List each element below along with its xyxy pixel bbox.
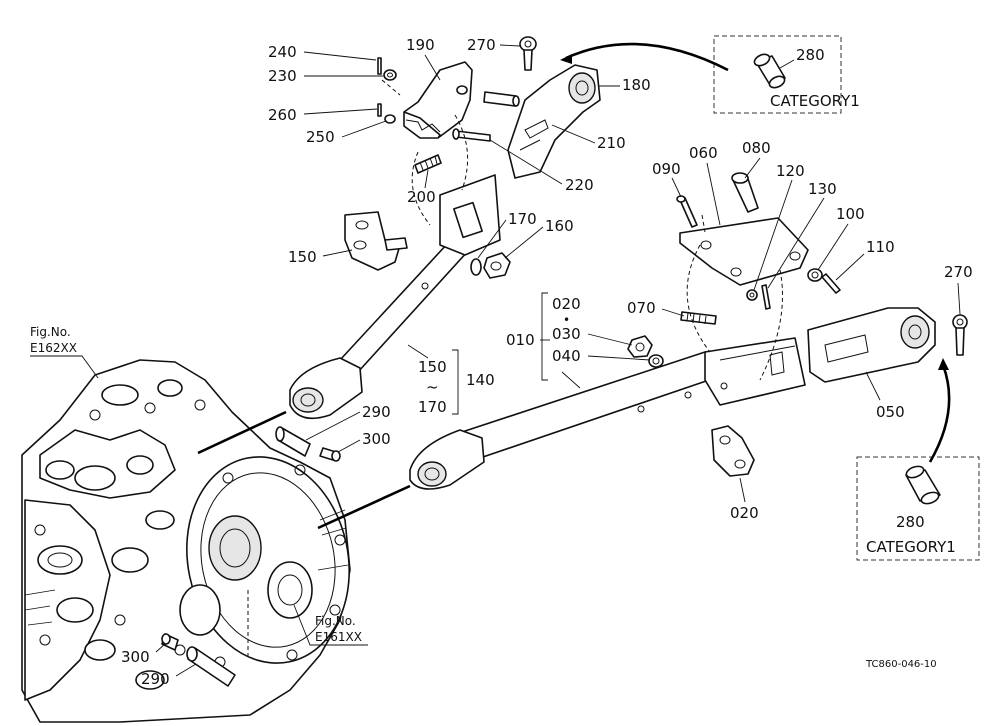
lower-link-010	[409, 337, 806, 490]
bracket-190	[403, 61, 473, 139]
pin-130	[761, 284, 771, 310]
bracket-150	[344, 211, 408, 271]
part-label-010: 010	[506, 331, 535, 349]
washer-120	[746, 289, 758, 301]
fig-ref-code-1: E162XX	[30, 341, 77, 355]
part-label-260: 260	[268, 106, 297, 124]
washer-230	[383, 69, 397, 81]
part-label-160: 160	[545, 217, 574, 235]
part-label-240: 240	[268, 43, 297, 61]
part-label-040: 040	[552, 347, 581, 365]
part-label-120: 120	[776, 162, 805, 180]
pin-110	[821, 273, 841, 294]
part-label-020-group: 020	[552, 295, 581, 313]
part-label-060: 060	[689, 144, 718, 162]
part-label-250: 250	[306, 128, 335, 146]
check-chain-arm-140	[289, 174, 501, 420]
part-label-080: 080	[742, 139, 771, 157]
part-label-270-right: 270	[944, 263, 973, 281]
part-label-270-top: 270	[467, 36, 496, 54]
fig-ref-title-1: Fig.No.	[30, 325, 71, 339]
category-label-bottom: CATEGORY1	[866, 538, 956, 556]
part-label-140: 140	[466, 371, 495, 389]
fig-ref-title-2: Fig.No.	[315, 614, 356, 628]
fig-ref-e162xx: Fig.No. E162XX	[30, 325, 99, 379]
pin-270-right	[952, 314, 968, 356]
group-label-150: 150	[418, 358, 447, 376]
part-label-210: 210	[597, 134, 626, 152]
part-label-300-bottom: 300	[121, 648, 150, 666]
part-label-180: 180	[622, 76, 651, 94]
nut-160	[483, 252, 511, 279]
part-label-100: 100	[836, 205, 865, 223]
category-box-top: CATEGORY1 280	[713, 35, 860, 114]
bracket-020	[711, 425, 755, 477]
fig-ref-e161xx: Fig.No. E161XX	[293, 604, 368, 646]
plate-060	[679, 217, 809, 286]
group-label-170: 170	[418, 398, 447, 416]
drawing-code: TC860-046-10	[865, 659, 937, 670]
part-label-070: 070	[627, 299, 656, 317]
part-label-300-top: 300	[362, 430, 391, 448]
part-label-290-top: 290	[362, 403, 391, 421]
group-dot: •	[563, 313, 570, 327]
pin-260	[377, 103, 382, 117]
part-label-290-bottom: 290	[141, 670, 170, 688]
pin-upper	[483, 91, 520, 107]
part-label-130: 130	[808, 180, 837, 198]
part-label-230: 230	[268, 67, 297, 85]
part-labels: 240 230 190 270 180 260 250 210 220 200 …	[121, 36, 973, 688]
pin-270-upper	[519, 36, 537, 71]
spring-200	[414, 154, 442, 174]
washer-100	[807, 268, 823, 282]
washer-170	[470, 258, 482, 276]
part-label-200: 200	[407, 188, 436, 206]
part-label-110: 110	[866, 238, 895, 256]
washer-040	[648, 354, 664, 368]
pin-290-lower	[186, 646, 236, 687]
pin-080	[731, 172, 759, 213]
link-end-050	[807, 307, 936, 383]
transmission-housing	[21, 359, 351, 723]
part-label-170: 170	[508, 210, 537, 228]
category-box-bottom: 280 CATEGORY1	[856, 456, 980, 561]
washer-250	[384, 114, 396, 124]
bolt-090	[676, 195, 698, 228]
nut-030	[627, 335, 653, 358]
pin-290-upper	[275, 426, 311, 457]
part-label-150: 150	[288, 248, 317, 266]
bolt-300-lower	[161, 633, 179, 651]
part-label-190: 190	[406, 36, 435, 54]
link-end-180	[507, 64, 601, 179]
pin-240	[377, 57, 382, 75]
bolt-220	[452, 128, 491, 142]
part-label-050: 050	[876, 403, 905, 421]
part-label-280-bottom: 280	[896, 513, 925, 531]
part-label-090: 090	[652, 160, 681, 178]
spring-070	[680, 311, 717, 325]
group-label-tilde: ~	[426, 378, 439, 396]
fig-ref-code-2: E161XX	[315, 630, 362, 644]
part-label-020-bracket: 020	[730, 504, 759, 522]
part-label-220: 220	[565, 176, 594, 194]
category-label-top: CATEGORY1	[770, 92, 860, 110]
part-label-280-top: 280	[796, 46, 825, 64]
part-label-030: 030	[552, 325, 581, 343]
bolt-300-upper	[319, 447, 341, 462]
